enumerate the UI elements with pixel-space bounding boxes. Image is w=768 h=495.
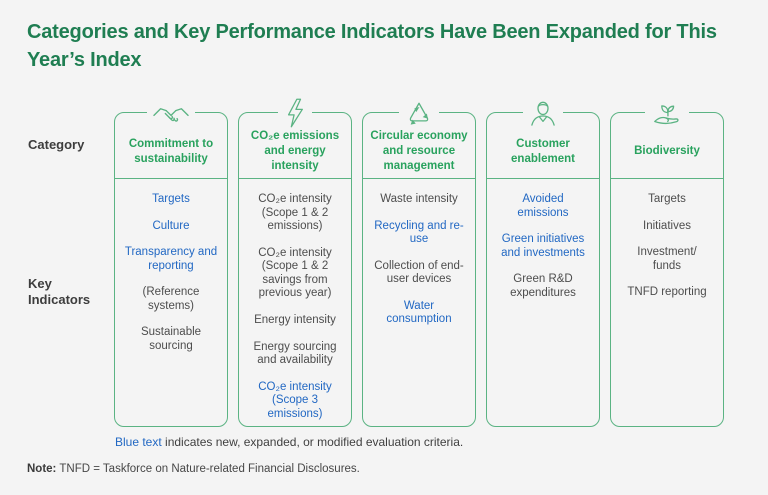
indicator: Energy intensity: [254, 313, 336, 326]
indicator-highlighted: CO₂e intensity (Scope 3 emissions): [258, 380, 332, 420]
card-header: Commitment to sustainability: [115, 113, 227, 179]
indicator-highlighted: Recycling and re-use: [374, 219, 464, 246]
indicator: Green R&D expenditures: [510, 273, 576, 299]
card-header: Biodiversity: [611, 113, 723, 179]
legend-highlight: Blue text: [115, 435, 162, 449]
indicator-highlighted: Targets: [152, 193, 190, 205]
indicator-highlighted: Culture: [152, 219, 190, 232]
footnote-prefix: Note:: [27, 463, 57, 475]
legend-rest: indicates new, expanded, or modified eva…: [161, 435, 464, 449]
indicator: TNFD reporting: [627, 286, 707, 299]
indicator: Energy sourcing and availability: [253, 340, 337, 367]
recycle-icon: [399, 97, 439, 129]
card-circular-economy: Circular economy and resource management…: [362, 97, 476, 427]
category-title: Biodiversity: [634, 145, 700, 158]
indicator: Targets: [648, 193, 686, 205]
footnote-text: TNFD = Taskforce on Nature-related Finan…: [56, 463, 360, 475]
indicator-list: CO₂e intensity (Scope 1 & 2 emissions) CO…: [239, 179, 351, 431]
footnote: Note: TNFD = Taskforce on Nature-related…: [27, 463, 360, 475]
category-title: Circular economy and resource management: [370, 130, 468, 172]
indicator: (Reference systems): [142, 286, 200, 312]
indicator: Initiatives: [643, 219, 691, 232]
page-title: Categories and Key Performance Indicator…: [27, 21, 717, 71]
indicator-highlighted: Green initiatives and investments: [501, 233, 585, 259]
card-co2e-emissions: CO₂e emissions and energy intensity CO₂e…: [238, 97, 352, 427]
indicator: CO₂e intensity (Scope 1 & 2 emissions): [258, 193, 332, 233]
handshake-icon: [147, 97, 195, 129]
category-title: Commitment to sustainability: [128, 137, 214, 165]
key-indicators-row-label: Key Indicators: [28, 276, 91, 308]
indicator: CO₂e intensity (Scope 1 & 2 savings from…: [258, 246, 332, 300]
card-header: CO₂e emissions and energy intensity: [239, 113, 351, 179]
card-header: Customer enablement: [487, 113, 599, 179]
person-icon: [523, 97, 563, 129]
indicator: Investment/ funds: [637, 246, 697, 272]
indicator-highlighted: Water consumption: [386, 299, 452, 326]
category-title: Customer enablement: [511, 137, 575, 165]
indicator: Collection of end-user devices: [374, 259, 464, 286]
indicator: Sustainable sourcing: [140, 326, 202, 352]
lightning-bolt-icon: [278, 97, 312, 129]
category-title: CO₂e emissions and energy intensity: [250, 130, 340, 172]
indicator-highlighted: Avoided emissions: [517, 193, 569, 219]
hand-plant-icon: [645, 97, 689, 129]
legend-blue-text: Blue text indicates new, expanded, or mo…: [115, 435, 463, 449]
card-header: Circular economy and resource management: [363, 113, 475, 179]
indicator-highlighted: Transparency and reporting: [124, 246, 218, 272]
indicator: Waste intensity: [380, 193, 458, 205]
category-row-label: Category: [28, 137, 85, 152]
